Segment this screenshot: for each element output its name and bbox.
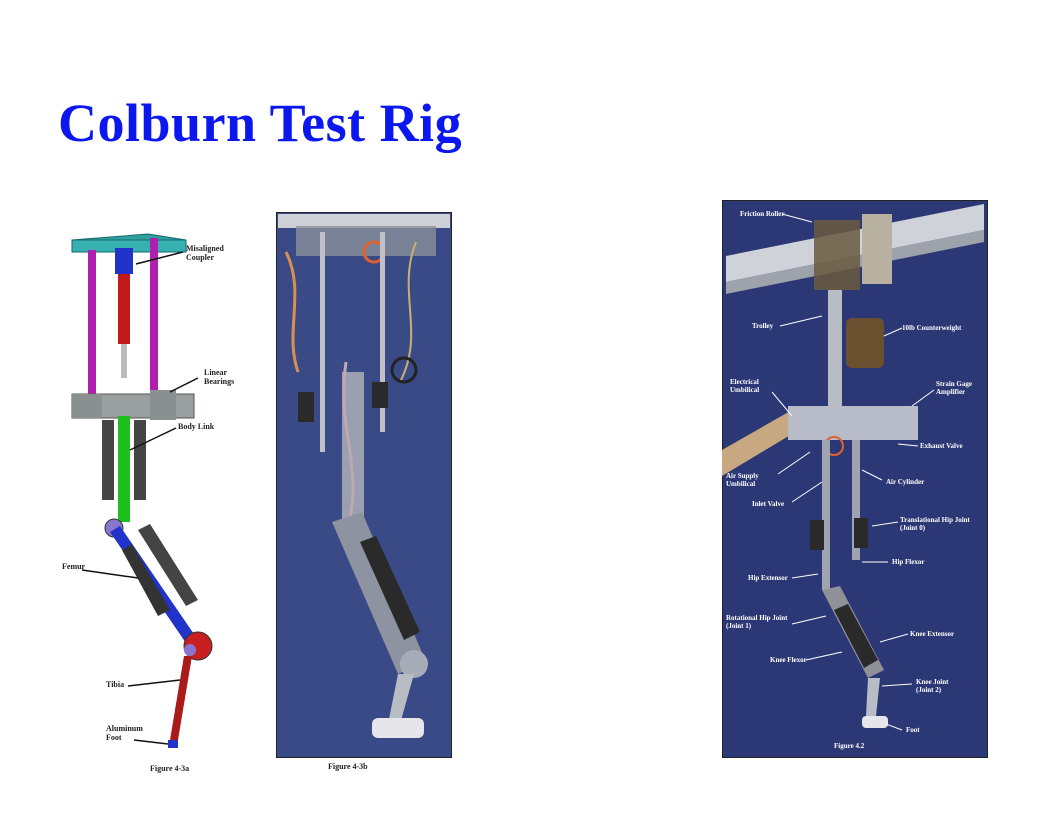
label-inlet-valve: Inlet Valve (752, 500, 785, 508)
slide-title: Colburn Test Rig (58, 93, 463, 153)
label-air-supply: Air Supply Umbilical (726, 472, 759, 488)
figure-c-caption: Figure 4.2 (834, 742, 865, 750)
label-strain-gage: Strain Gage Amplifier (936, 380, 972, 396)
labeled-photo (722, 200, 988, 758)
label-misaligned-coupler: Misaligned Coupler (186, 244, 224, 262)
label-hip-flexor: Hip Flexor (892, 558, 925, 566)
label-tibia: Tibia (106, 680, 125, 689)
label-trolley: Trolley (752, 322, 774, 330)
label-counterweight: 10lb Counterweight (902, 324, 962, 332)
label-femur: Femur (62, 562, 86, 571)
figure-b-caption: Figure 4-3b (328, 762, 368, 771)
label-friction-roller: Friction Roller (740, 210, 785, 218)
label-hip-extensor: Hip Extensor (748, 574, 788, 582)
label-air-cylinder: Air Cylinder (886, 478, 925, 486)
label-aluminum-foot: Aluminum Foot (106, 724, 143, 742)
figure-cad-diagram: Misaligned Coupler Linear Bearings Body … (58, 210, 258, 780)
label-translational-hip-joint: Translational Hip Joint (Joint 0) (900, 516, 970, 532)
label-knee-extensor: Knee Extensor (910, 630, 955, 638)
rig-photo (276, 212, 452, 758)
label-exhaust-valve: Exhaust Valve (920, 442, 963, 450)
label-foot: Foot (906, 726, 920, 734)
label-body-link: Body Link (178, 422, 215, 431)
cad-drawing (71, 233, 213, 748)
label-rotational-hip-joint: Rotational Hip Joint (Joint 1) (726, 614, 788, 630)
label-linear-bearings: Linear Bearings (204, 368, 235, 386)
figure-a-caption: Figure 4-3a (150, 764, 190, 773)
label-electrical-umbilical: Electrical Umbilical (730, 378, 760, 394)
figure-rig-photo: Figure 4-3b (276, 212, 452, 778)
label-knee-flexor: Knee Flexor (770, 656, 807, 664)
label-knee-joint: Knee Joint (Joint 2) (916, 678, 949, 694)
figure-labeled-photo: Friction Roller Trolley 10lb Counterweig… (722, 200, 988, 758)
